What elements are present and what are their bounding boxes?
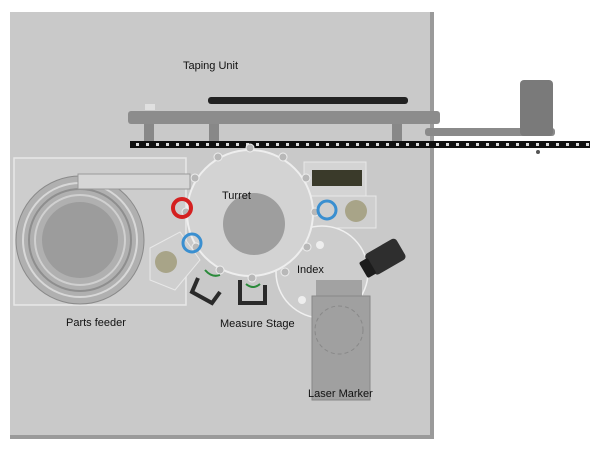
tape-hole bbox=[186, 143, 189, 146]
tape-hole bbox=[176, 143, 179, 146]
tape-hole bbox=[536, 143, 539, 146]
tape-hole bbox=[496, 143, 499, 146]
knob-icon bbox=[345, 200, 367, 222]
tape-hole bbox=[376, 143, 379, 146]
tape-hole bbox=[356, 143, 359, 146]
measure-stage bbox=[189, 277, 267, 306]
label-laser-marker: Laser Marker bbox=[308, 388, 373, 400]
tape-hole bbox=[306, 143, 309, 146]
laser-marker bbox=[311, 280, 371, 401]
tape-hole bbox=[156, 143, 159, 146]
tape-hole bbox=[296, 143, 299, 146]
tape-hole bbox=[436, 143, 439, 146]
tape-hole bbox=[166, 143, 169, 146]
tape-hole bbox=[586, 143, 589, 146]
label-turret: Turret bbox=[222, 190, 251, 202]
turret bbox=[181, 143, 320, 283]
tape-hole bbox=[286, 143, 289, 146]
tape-hole bbox=[526, 143, 529, 146]
tape-hole bbox=[266, 143, 269, 146]
tape-hole bbox=[516, 143, 519, 146]
label-measure-stage: Measure Stage bbox=[220, 318, 295, 330]
tape-hole bbox=[556, 143, 559, 146]
tape-hole bbox=[396, 143, 399, 146]
tape-hole bbox=[446, 143, 449, 146]
label-taping-unit: Taping Unit bbox=[183, 60, 239, 72]
tape-hole bbox=[546, 143, 549, 146]
tape-hole bbox=[346, 143, 349, 146]
tape-hole bbox=[466, 143, 469, 146]
tape-hole bbox=[416, 143, 419, 146]
blue-ring-icon bbox=[316, 199, 338, 221]
tape-hole bbox=[276, 143, 279, 146]
tape-hole bbox=[576, 143, 579, 146]
red-ring-icon bbox=[171, 197, 193, 219]
tape-hole bbox=[566, 143, 569, 146]
tape-hole bbox=[146, 143, 149, 146]
tape-hole bbox=[196, 143, 199, 146]
carrier-tape bbox=[130, 141, 590, 148]
tape-hole bbox=[216, 143, 219, 146]
display-unit bbox=[312, 170, 362, 186]
tape-hole bbox=[326, 143, 329, 146]
tape-hole bbox=[456, 143, 459, 146]
camera-icon bbox=[359, 238, 406, 278]
tape-hole bbox=[486, 143, 489, 146]
tape-hole bbox=[336, 143, 339, 146]
tape-hole bbox=[476, 143, 479, 146]
tape-hole bbox=[206, 143, 209, 146]
tape-hole bbox=[316, 143, 319, 146]
knob-icon bbox=[155, 251, 177, 273]
blue-ring-icon bbox=[181, 232, 203, 254]
tape-hole bbox=[366, 143, 369, 146]
tape-hole bbox=[506, 143, 509, 146]
label-index: Index bbox=[297, 264, 324, 276]
tape-hole bbox=[226, 143, 229, 146]
tape-hole bbox=[426, 143, 429, 146]
taping-unit bbox=[128, 80, 590, 154]
tape-hole bbox=[256, 143, 259, 146]
label-parts-feeder: Parts feeder bbox=[66, 317, 126, 329]
tape-hole bbox=[406, 143, 409, 146]
tape-hole bbox=[136, 143, 139, 146]
tape-hole bbox=[386, 143, 389, 146]
tape-hole bbox=[236, 143, 239, 146]
parts-feeder bbox=[13, 157, 191, 306]
